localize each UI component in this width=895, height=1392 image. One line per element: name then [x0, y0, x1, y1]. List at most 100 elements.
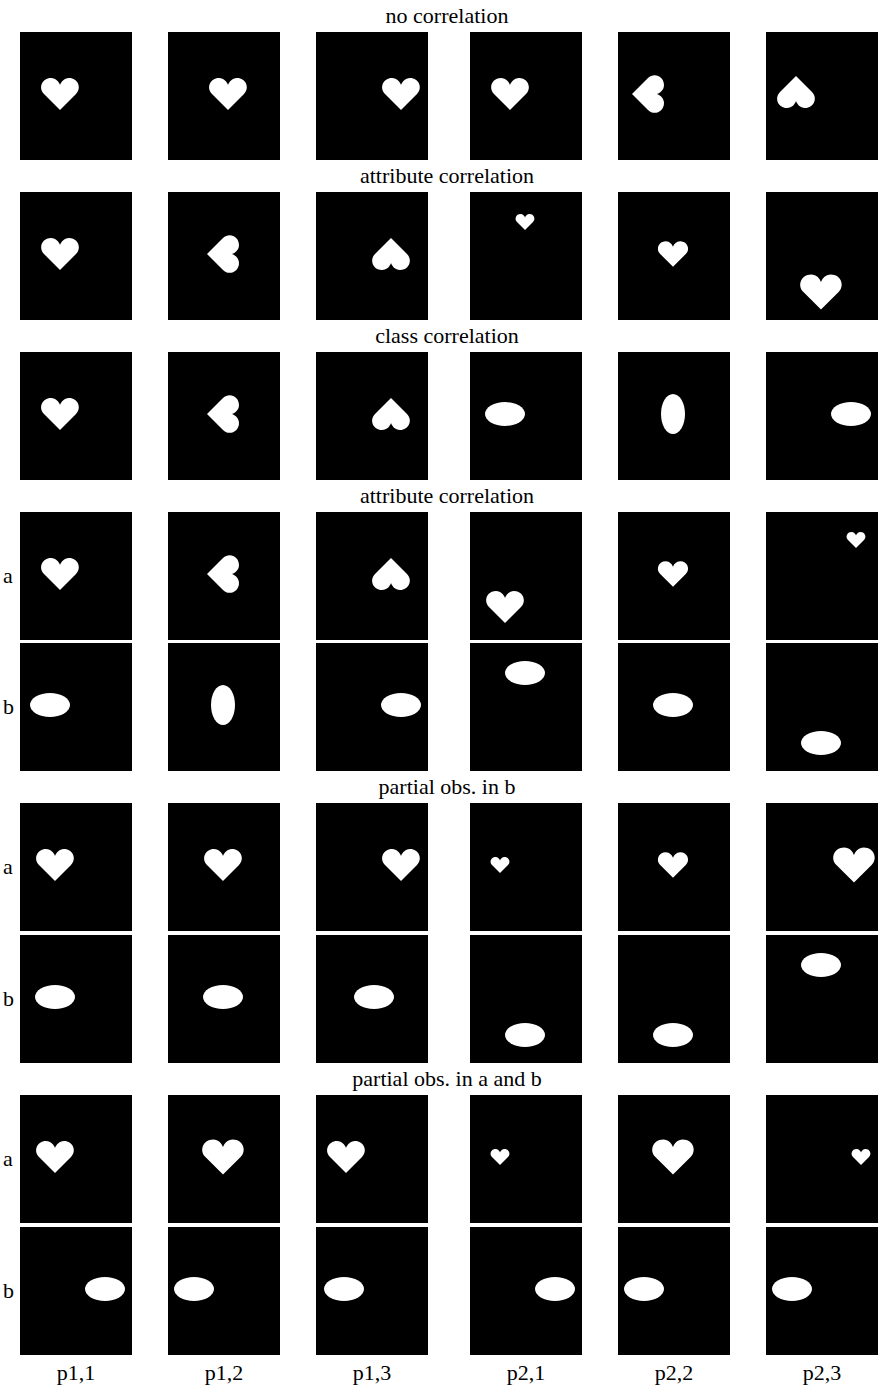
black-square [316, 512, 428, 640]
heart-shape [658, 561, 688, 587]
ellipse-shape [324, 1277, 364, 1301]
column-label: p2,3 [803, 1360, 842, 1386]
black-square [168, 1227, 280, 1355]
ellipse-shape [653, 693, 693, 717]
black-square [766, 32, 878, 160]
heart-shape [800, 274, 841, 309]
black-square [766, 1227, 878, 1355]
ellipse-shape [505, 1023, 545, 1047]
image-cell [168, 32, 280, 160]
image-cell [618, 803, 730, 931]
row-label: a [3, 1146, 13, 1172]
column-label: p2,1 [507, 1360, 546, 1386]
image-cell [618, 192, 730, 320]
image-cell [20, 1095, 132, 1223]
image-cell [20, 352, 132, 480]
black-square [316, 1227, 428, 1355]
black-square [470, 643, 582, 771]
image-cell [168, 1095, 280, 1223]
image-cell [470, 1227, 582, 1355]
black-square [20, 935, 132, 1063]
heart-shape [652, 1139, 693, 1174]
heart-shape [847, 532, 866, 548]
heart-shape [36, 1141, 74, 1173]
heart-shape [372, 398, 410, 430]
ellipse-shape [35, 985, 75, 1009]
black-square [470, 1095, 582, 1223]
image-cell [618, 352, 730, 480]
image-cell [470, 32, 582, 160]
black-square [766, 192, 878, 320]
black-square [470, 935, 582, 1063]
image-cell [618, 1095, 730, 1223]
image-cell [168, 643, 280, 771]
image-cell [470, 352, 582, 480]
heart-shape [202, 1139, 243, 1174]
black-square [470, 803, 582, 931]
image-cell [20, 192, 132, 320]
ellipse-shape [381, 693, 421, 717]
ellipse-shape [535, 1277, 575, 1301]
black-square [766, 512, 878, 640]
ellipse-shape [801, 731, 841, 755]
column-label: p1,1 [57, 1360, 96, 1386]
image-cell [168, 803, 280, 931]
image-cell [766, 352, 878, 480]
heart-shape [41, 398, 79, 430]
heart-shape [207, 395, 239, 433]
image-cell [316, 352, 428, 480]
black-square [618, 1227, 730, 1355]
heart-shape [658, 241, 688, 267]
image-cell [316, 1227, 428, 1355]
heart-shape [833, 847, 874, 882]
section-title: class correlation [375, 323, 519, 349]
heart-shape [207, 235, 239, 273]
heart-shape [491, 857, 510, 873]
column-label: p1,3 [353, 1360, 392, 1386]
black-square [316, 803, 428, 931]
image-cell [316, 935, 428, 1063]
image-cell [20, 512, 132, 640]
heart-shape [204, 849, 242, 881]
black-square [168, 803, 280, 931]
ellipse-shape [831, 402, 871, 426]
black-square [168, 352, 280, 480]
image-cell [168, 512, 280, 640]
image-cell [766, 1227, 878, 1355]
image-cell [618, 512, 730, 640]
black-square [618, 1095, 730, 1223]
heart-shape [777, 76, 815, 108]
ellipse-shape [211, 685, 235, 725]
row-label: a [3, 563, 13, 589]
image-cell [766, 32, 878, 160]
black-square [20, 1095, 132, 1223]
image-cell [618, 935, 730, 1063]
image-cell [470, 803, 582, 931]
image-cell [766, 512, 878, 640]
ellipse-shape [174, 1277, 214, 1301]
column-label: p1,2 [205, 1360, 244, 1386]
ellipse-shape [653, 1023, 693, 1047]
black-square [316, 352, 428, 480]
ellipse-shape [661, 394, 685, 434]
image-cell [470, 935, 582, 1063]
heart-shape [41, 78, 79, 110]
heart-shape [372, 238, 410, 270]
row-label: a [3, 854, 13, 880]
image-cell [618, 1227, 730, 1355]
heart-shape [36, 849, 74, 881]
row-label: b [3, 694, 14, 720]
image-cell [168, 1227, 280, 1355]
image-cell [766, 643, 878, 771]
heart-shape [486, 591, 524, 623]
ellipse-shape [203, 985, 243, 1009]
black-square [316, 192, 428, 320]
heart-shape [632, 75, 664, 113]
black-square [168, 512, 280, 640]
image-cell [316, 192, 428, 320]
heart-shape [382, 78, 420, 110]
black-square [316, 32, 428, 160]
image-cell [20, 1227, 132, 1355]
image-cell [316, 643, 428, 771]
